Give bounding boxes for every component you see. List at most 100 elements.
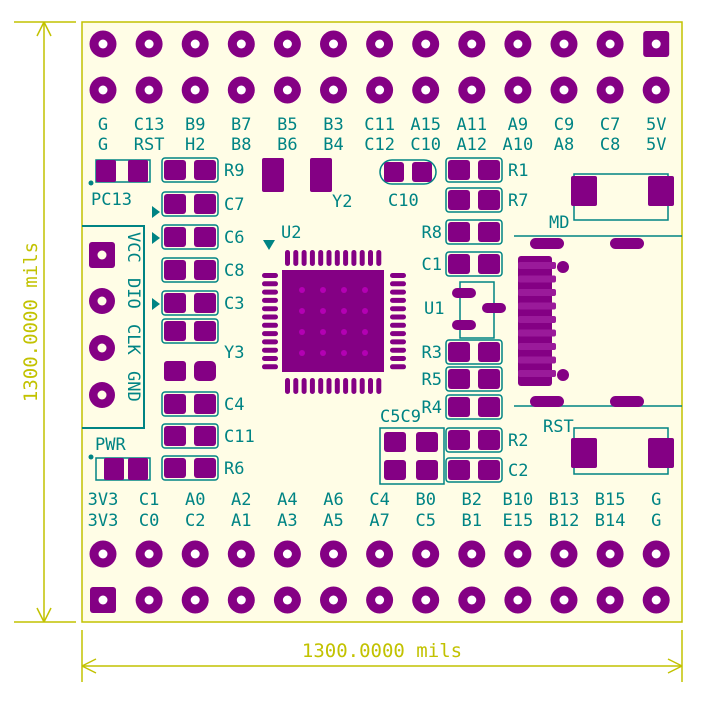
thermal-via (299, 329, 305, 335)
mcu-pin (301, 250, 307, 266)
header-pin-label: A0 (185, 490, 205, 510)
mcu-pin (326, 250, 332, 266)
pad (164, 361, 186, 381)
thermal-via (341, 287, 347, 293)
header-pin-label: B0 (415, 490, 435, 510)
led-pc13-label: PC13 (91, 190, 132, 210)
header-pin-label: B8 (231, 135, 251, 155)
mcu-pin (390, 297, 406, 303)
header-hole (190, 595, 200, 605)
debug-header: VCC DIO CLK GND (82, 225, 145, 429)
passive-c3: C3 (161, 290, 244, 316)
button-md: MD (549, 173, 674, 233)
pad (478, 342, 500, 362)
mcu-pin (301, 378, 307, 394)
mcu-u2: U2 (262, 223, 406, 394)
mcu-pin (390, 289, 406, 295)
passive-r3: R3 (422, 339, 503, 365)
thermal-via (320, 308, 326, 314)
usb-finger (518, 370, 556, 377)
header-pin-label: B10 (503, 490, 534, 510)
mcu-pin (318, 250, 324, 266)
pad (478, 222, 500, 242)
thermal-via (341, 350, 347, 356)
header-pin-label: 5V (646, 115, 666, 135)
pad (478, 190, 500, 210)
header-pin-label: C13 (134, 115, 165, 135)
passive-c11-label: C11 (224, 427, 255, 447)
pad (194, 321, 216, 341)
mcu-pin (376, 378, 382, 394)
thermal-via (320, 287, 326, 293)
passive-r5-label: R5 (422, 370, 442, 390)
header-pin-label: 3V3 (88, 511, 119, 531)
header-hole (605, 39, 615, 49)
header-hole (651, 85, 661, 95)
mcu-pin (309, 378, 315, 394)
usb-finger (518, 343, 556, 350)
led-pc13: PC13 (88, 159, 151, 210)
header-hole (329, 549, 338, 559)
passive-r8-label: R8 (422, 223, 442, 243)
passive-y3-label: Y3 (224, 343, 244, 363)
header-hole (421, 85, 431, 95)
thermal-via (341, 308, 347, 314)
led-pwr: PWR (88, 435, 151, 481)
mcu-pin (359, 250, 365, 266)
header-hole (98, 39, 108, 49)
header-pin-label: C10 (410, 135, 441, 155)
header-hole (605, 595, 615, 605)
mcu-pin (262, 364, 278, 370)
mcu-pin (390, 331, 406, 337)
passive-r9: R9 (161, 157, 244, 183)
header-pin-label: C2 (185, 511, 205, 531)
header-pin-label: RST (134, 135, 165, 155)
header-hole (144, 85, 154, 95)
header-pin-label: B5 (277, 115, 297, 135)
usb-finger (518, 289, 556, 296)
header-pin-label: G (651, 511, 661, 531)
passive-r6: R6 (161, 455, 244, 481)
header-pin-label: C7 (600, 115, 620, 135)
mcu-pin (309, 250, 315, 266)
header-pin-label: A12 (456, 135, 487, 155)
header-hole (559, 85, 569, 95)
mcu-pin (293, 250, 299, 266)
header-pin-label: C9 (554, 115, 574, 135)
header-pin-label: G (651, 490, 661, 510)
pad (194, 194, 216, 214)
pad (478, 397, 500, 417)
usb-finger (518, 329, 556, 337)
pad (448, 190, 470, 210)
debug-pin-clk: CLK (123, 324, 143, 355)
header-pin-label: C11 (364, 115, 395, 135)
thermal-via (299, 350, 305, 356)
header-hole (513, 595, 523, 605)
pad (194, 227, 216, 247)
passive-c8: C8 (161, 257, 244, 283)
header-pin-label: C5 (415, 511, 435, 531)
header-hole (605, 549, 615, 559)
passive-c7-label: C7 (224, 195, 244, 215)
header-pin-label: E15 (503, 511, 534, 531)
header-hole (190, 39, 200, 49)
pad (194, 394, 216, 414)
usb-finger (518, 356, 556, 364)
thermal-via (320, 329, 326, 335)
passive-c7: C7 (161, 191, 244, 217)
pad (448, 222, 470, 242)
header-pin-label: C0 (139, 511, 159, 531)
header-hole (282, 85, 292, 95)
cap-pair-label: C5C9 (380, 407, 421, 427)
pad (194, 293, 216, 313)
header-hole (98, 595, 108, 605)
pad (164, 260, 186, 280)
passive-r7: R7 (445, 187, 528, 213)
header-hole (467, 549, 477, 559)
passive-c2-label: C2 (508, 461, 528, 481)
mcu-pin (390, 281, 406, 287)
mcu-pin (359, 378, 365, 394)
header-pin-label: C12 (364, 135, 395, 155)
